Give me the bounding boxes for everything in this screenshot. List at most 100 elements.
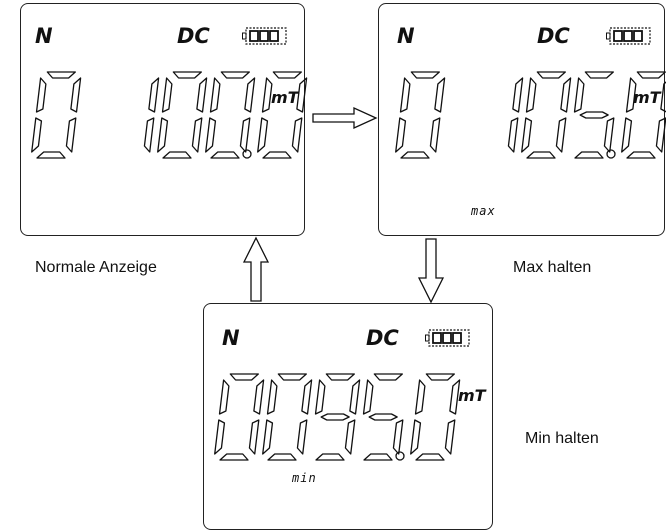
battery-icon [606, 27, 651, 45]
lcd-segment [262, 151, 292, 159]
lcd-segment [148, 77, 160, 113]
lcd-segment [429, 117, 441, 153]
lcd-segment [392, 419, 404, 455]
lcd-digit [521, 71, 572, 159]
lcd-panel-normal: N DC mT [20, 3, 308, 236]
lcd-segment [410, 71, 440, 79]
lcd-segment [373, 373, 403, 381]
lcd-segment [525, 77, 537, 113]
lcd-segment [655, 117, 666, 153]
lcd-segment [315, 453, 345, 461]
lcd-segment [349, 379, 361, 415]
caption-min: Min halten [525, 430, 599, 447]
lcd-segment [603, 117, 615, 153]
mode-indicator: N [397, 24, 415, 48]
lcd-segment [205, 117, 217, 153]
lcd-segment [157, 117, 169, 153]
lcd-segment [267, 453, 297, 461]
lcd-segment [400, 151, 430, 159]
lcd-digit [214, 373, 265, 461]
unit-label: mT [458, 386, 486, 405]
mode-indicator: N [222, 326, 240, 350]
lcd-segment [253, 379, 265, 415]
lcd-segment [266, 379, 278, 415]
lcd-digit [157, 71, 208, 159]
lcd-segment [239, 117, 251, 153]
caption-normal: Normale Anzeige [35, 259, 157, 276]
lcd-segment [210, 151, 240, 159]
lcd-segment [560, 77, 572, 113]
lcd-segment [626, 151, 656, 159]
lcd-segment [218, 379, 230, 415]
coupling-indicator: DC [537, 24, 570, 48]
lcd-segment [214, 419, 226, 455]
lcd-reading [214, 373, 461, 461]
lcd-segment [248, 419, 260, 455]
lcd-segment [277, 373, 307, 381]
unit-label: mT [271, 88, 299, 107]
lcd-segment [296, 419, 308, 455]
lcd-digit [573, 71, 615, 159]
hold-indicator: max [471, 204, 496, 218]
lcd-segment [621, 117, 633, 153]
lcd-segment [196, 77, 208, 113]
lcd-segment [434, 77, 446, 113]
lcd-segment [625, 77, 637, 113]
lcd-digit [257, 71, 308, 159]
arrow-right-icon [312, 106, 378, 130]
lcd-segment [636, 71, 666, 79]
hold-indicator: min [292, 471, 317, 485]
lcd-digit [362, 373, 404, 461]
coupling-indicator: DC [366, 326, 399, 350]
unit-label: mT [633, 88, 661, 107]
lcd-segment [410, 419, 422, 455]
lcd-digit [621, 71, 666, 159]
lcd-digit [205, 71, 256, 159]
lcd-digit [31, 71, 82, 159]
lcd-segment [363, 453, 393, 461]
lcd-segment [272, 71, 302, 79]
lcd-segment [191, 117, 203, 153]
coupling-indicator: DC [177, 24, 210, 48]
arrow-down-icon [417, 238, 445, 304]
lcd-segment [414, 379, 426, 415]
lcd-segment [507, 117, 519, 153]
lcd-panel-max: N DC mT max [378, 3, 666, 236]
lcd-segment [573, 77, 585, 113]
lcd-segment [344, 419, 356, 455]
lcd-segment [143, 117, 155, 153]
lcd-segment [46, 71, 76, 79]
lcd-segment [31, 117, 43, 153]
lcd-segment [261, 77, 273, 113]
lcd-segment [536, 71, 566, 79]
lcd-segment [526, 151, 556, 159]
lcd-digit [395, 71, 446, 159]
arrow-up-icon [242, 236, 270, 302]
lcd-segment [399, 77, 411, 113]
lcd-segment [36, 151, 66, 159]
lcd-segment [660, 81, 666, 113]
lcd-segment [65, 117, 77, 153]
lcd-segment [262, 419, 274, 455]
lcd-segment [229, 373, 259, 381]
decimal-point [606, 149, 616, 159]
lcd-segment [449, 379, 461, 415]
lcd-segment [362, 379, 374, 415]
battery-icon [242, 27, 287, 45]
lcd-segment [415, 453, 445, 461]
lcd-segment [425, 373, 455, 381]
lcd-segment [555, 117, 567, 153]
lcd-segment [368, 413, 398, 421]
lcd-segment [291, 117, 303, 153]
lcd-panel-min: N DC mT min [203, 303, 493, 530]
lcd-segment [395, 117, 407, 153]
lcd-segment [301, 379, 313, 415]
lcd-segment [444, 419, 456, 455]
lcd-segment [296, 77, 308, 113]
lcd-segment [320, 413, 350, 421]
lcd-digit [143, 77, 160, 153]
lcd-segment [162, 151, 192, 159]
lcd-segment [220, 71, 250, 79]
lcd-segment [574, 151, 604, 159]
lcd-segment [521, 117, 533, 153]
